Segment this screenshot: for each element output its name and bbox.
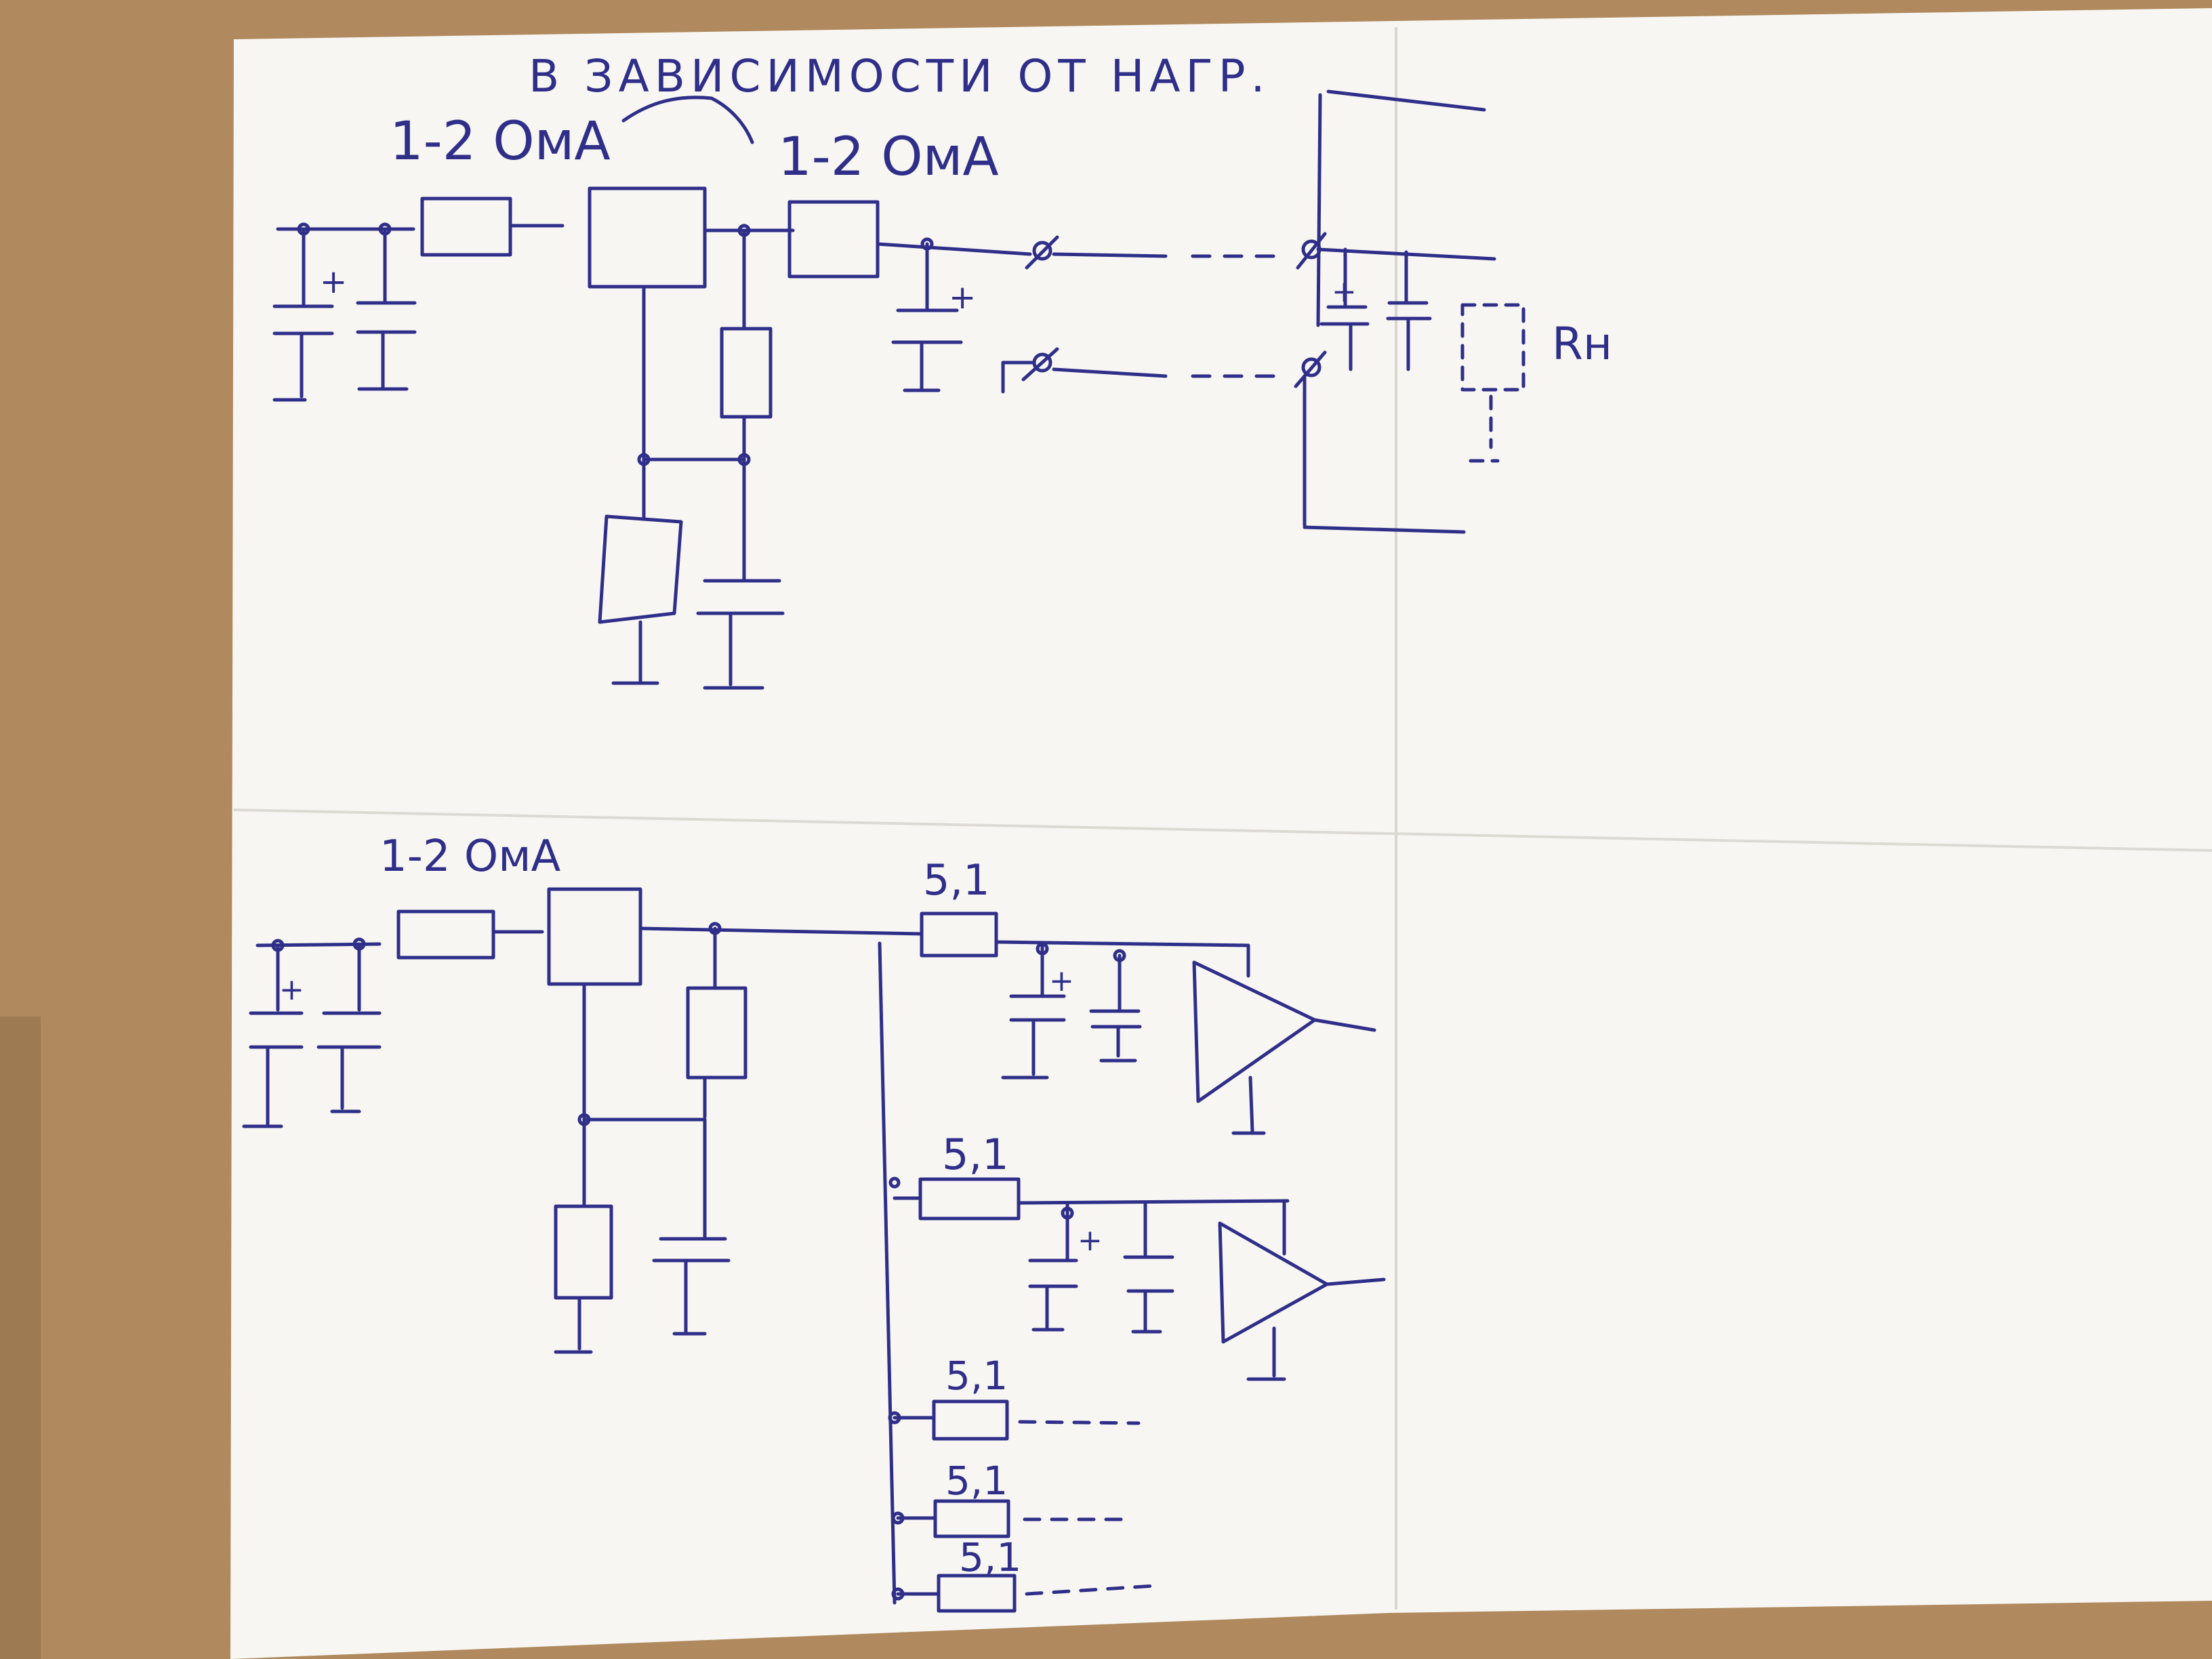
channel-4: [896, 1499, 1127, 1538]
bottom-input-capacitor-2: [316, 942, 382, 1113]
bottom-adj-capacitor: [652, 1118, 731, 1336]
bottom-regulator-block: [547, 887, 642, 986]
channel-1-resistor-label: 5,1: [923, 855, 990, 905]
load-enclosure: [1303, 89, 1486, 534]
top-lower-resistor: [598, 457, 683, 685]
load-cap-plus: +: [1332, 274, 1357, 309]
node: [888, 1176, 901, 1189]
top-note-label: В ЗАВИСИМОСТИ ОТ НАГР.: [529, 50, 1271, 102]
channel-1: [920, 912, 1376, 1135]
channel-2-resistor-label: 5,1: [942, 1130, 1009, 1179]
paper-fold-horizontal: [233, 808, 2212, 852]
input-cap-1-plus: +: [320, 263, 347, 301]
bottom-resistor-1: [396, 909, 544, 960]
load-resistor-label: Rн: [1552, 318, 1612, 370]
channel-3-resistor: [932, 1399, 1009, 1441]
channel-2-resistor: [918, 1177, 1021, 1221]
input-capacitor-1: [272, 227, 334, 402]
channel-1-cap-plus: +: [1049, 964, 1074, 998]
output-cap-plus: +: [949, 279, 976, 316]
bottom-input-capacitor-1: [242, 943, 304, 1128]
bottom-feedback-resistor: [686, 926, 747, 1119]
channel-1-resistor: [920, 912, 998, 958]
channel-5: [896, 1574, 1158, 1613]
top-regulator-block: [588, 186, 707, 289]
top-resistor-1: [420, 197, 565, 257]
channel-3: [893, 1399, 1141, 1441]
note-brace: [621, 96, 754, 144]
top-circuit: [272, 89, 1525, 690]
channel-5-resistor-label: 5,1: [959, 1534, 1021, 1580]
top-resistor-2: [787, 200, 1032, 279]
input-capacitor-2: [356, 227, 417, 391]
channel-3-resistor-label: 5,1: [945, 1353, 1008, 1399]
bottom-input-cap-plus: +: [279, 972, 304, 1007]
channel-5-resistor: [937, 1574, 1017, 1613]
channel-2-cap-plus: +: [1078, 1223, 1103, 1258]
op-amp-1: [1192, 960, 1317, 1103]
top-cable: [1001, 232, 1327, 394]
channel-2: [893, 1177, 1386, 1381]
channel-4-resistor-label: 5,1: [945, 1458, 1008, 1504]
cardboard-shadow-left: [0, 1017, 41, 1659]
channel-4-resistor: [933, 1499, 1010, 1538]
top-adj-capacitor: [696, 457, 785, 690]
top-output-capacitor: [891, 237, 963, 392]
op-amp-2: [1218, 1221, 1329, 1344]
bottom-resistor-1-label: 1-2 ОмА: [380, 832, 561, 882]
load-resistor: [1460, 303, 1525, 463]
top-resistor-1-label: 1-2 ОмА: [390, 111, 611, 172]
bottom-lower-resistor: [554, 1118, 613, 1354]
load-capacitor-1: [1319, 247, 1370, 371]
bottom-circuit: [242, 887, 1386, 1613]
paper-sheet: [230, 8, 2212, 1659]
load-capacitor-2: [1386, 250, 1432, 371]
top-resistor-2-label: 1-2 ОмА: [778, 127, 999, 188]
